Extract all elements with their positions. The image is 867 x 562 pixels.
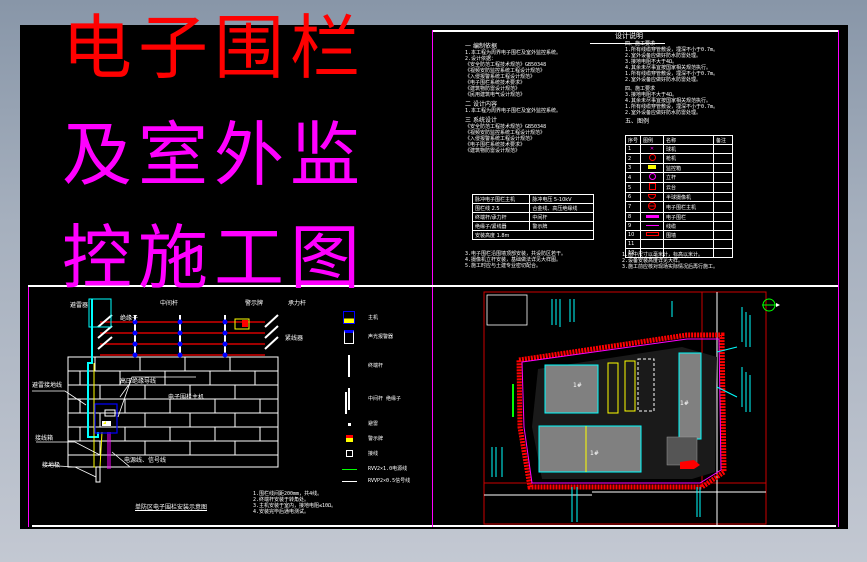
section-2: 二 设计内容 [465,101,497,108]
frame-bottom-line [32,525,836,527]
side-legend-box: 接线 [338,450,378,457]
side-legend-pole-ticks: 中间杆 绝缘子 [338,388,401,410]
label-warning: 警示牌 [245,300,264,307]
alarm-icon [338,330,360,344]
note-line: 《建筑物防雷设计规范》 [465,148,521,154]
legend-x-icon: ✕ [640,144,665,154]
heading-underline [590,43,665,44]
title-line-3: 控施工图 [62,217,366,299]
side-legend-pole: 终端杆 [338,355,383,377]
cad-drawing-canvas[interactable]: 电子围栏 及室外监 控施工图 设计说明 一 编制依据 1.本工程为周界电子围栏及… [20,13,848,529]
dot-icon [338,422,360,426]
note-line: 《安全防范工程技术规范》GB50348 [465,62,547,68]
fence-elevation-drawing [32,298,279,483]
legend-dome-icon [640,192,665,202]
note-line: 2.设计依据： [465,56,497,62]
left-sheet-border [28,287,29,527]
building-label-3: 1# [680,400,689,407]
label-ground-wire: 避雷接地线 [32,382,63,389]
building-label-1: 1# [573,382,582,389]
title-line-1: 电子围栏 [62,7,366,89]
side-legend-white-line: RVVP2×0.5信号线 [338,478,410,484]
label-spring: 紧线器 [285,335,304,342]
top-sheet-border [432,30,838,32]
label-earth: 接地极 [42,462,61,469]
label-box: 接线箱 [35,435,54,442]
notes-col-right: 四、施工要求 1.所有线缆穿管敷设，埋深不小于0.7m。 2.室外设备应做好防水… [625,41,825,125]
title-line-2: 及室外监 [62,114,366,196]
note-line: 1.本工程为周界电子围栏及室外监控系统。 [465,108,562,114]
legend-circle-cross-icon [640,172,665,183]
legend-footnotes: 1.图中尺寸以毫米计，标高以米计。 2.设备安装高度详见大样。 3.施工前应核对… [622,252,719,270]
note-line: 《入侵报警系统工程设计规范》 [465,136,536,142]
design-notes-heading: 设计说明 [615,32,643,40]
side-legend-dot: 避雷 [338,421,378,427]
white-line-icon [338,480,360,482]
legend-hollow-rect-icon [640,230,665,240]
label-insulator: 绝缘子 [120,315,139,322]
side-legend-alarm: 声光报警器 [338,330,393,344]
legend-section-label: 五、图例 [625,118,650,125]
mid-sheet-border [432,287,433,527]
note-line: 《民用建筑电气设计规范》 [465,92,526,98]
section-1: 一 编制依据 [465,43,497,50]
right-sheet-border [838,30,839,527]
side-legend-green-line: RVV2×1.0电源线 [338,466,407,472]
legend-thin-line-icon [640,221,665,231]
label-host: 电子围栏主机 [168,394,205,401]
legend-camera-icon [640,182,665,193]
site-plan-drawing [483,291,780,527]
top-sheet-left-border [432,30,433,285]
section-3: 三 系统设计 [465,117,497,124]
side-legend-host: 主机 [338,311,378,324]
box-icon [338,450,360,457]
warning-sign-icon [338,435,360,442]
note-line: 《视频安防监控系统工程设计规范》 [465,68,546,74]
label-arrester: 避雷器 [70,302,89,309]
note-line: 《安全防范工程技术规范》GB50348 [465,124,547,130]
legend-circle-icon [640,153,665,164]
building-label-2: 1# [590,450,599,457]
note-line: 《电子围栏系统技术要求》 [465,80,526,86]
label-middle-pole: 中间杆 [160,300,179,307]
label-power: 电源线、信号线 [124,457,167,464]
legend-yellow-rect-icon [640,163,665,173]
elevation-caption: 单防区电子围栏安装示意图 [135,504,208,511]
note-line: 1.本工程为周界电子围栏及室外监控系统。 [465,50,562,56]
note-line: 《电子围栏系统技术要求》 [465,142,526,148]
label-hv-line: 高压绝缘导线 [120,378,157,385]
elevation-notes: 1.围栏线间距200mm，共4线。 2.终端杆安装于转角处。 3.主机安装于室内… [253,491,337,515]
notes-col-left: 一 编制依据 1.本工程为周界电子围栏及室外监控系统。 2.设计依据： 《安全防… [465,43,645,154]
sheet-divider [28,285,838,287]
pole-icon [338,355,360,377]
legend-circle-bar-icon [640,201,665,213]
north-arrow-icon [762,293,776,307]
host-box-icon [338,311,360,324]
green-line-icon [338,468,360,470]
note-line: 《入侵报警系统工程设计规范》 [465,74,536,80]
side-legend-warning: 警示牌 [338,435,383,442]
after-table-notes: 3.电子围栏沿围墙顶部安装，共设防区若干。 4.摄像机立杆安装，基础做法详见大样… [465,251,567,269]
note-line: 《建筑物防雷设计规范》 [465,86,521,92]
pole-ticks-icon [338,388,360,410]
label-tension: 承力杆 [288,300,307,307]
legend-thick-line-icon [640,212,665,222]
note-line: 《视频安防监控系统工程设计规范》 [465,130,546,136]
